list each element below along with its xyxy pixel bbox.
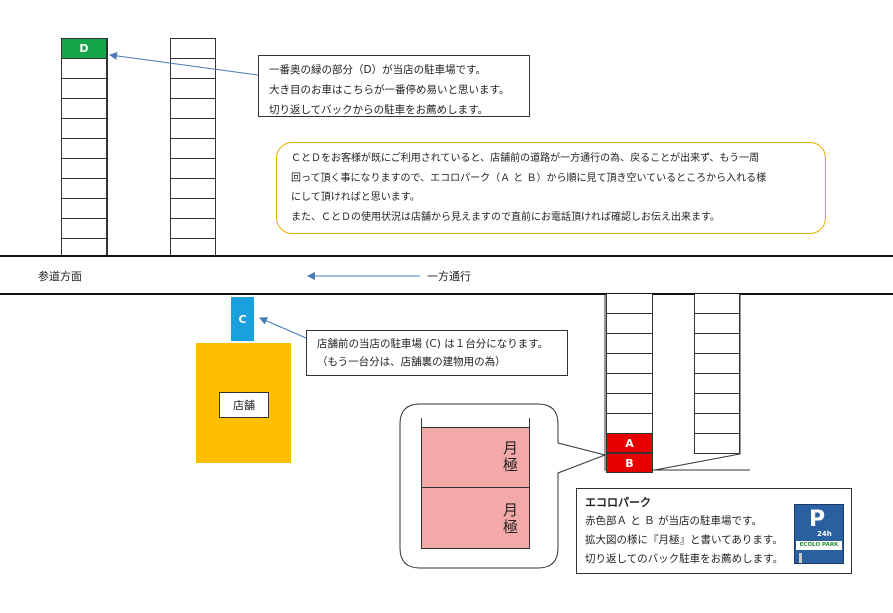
parking-space <box>61 79 107 99</box>
magnified-spot-top-border <box>422 418 528 419</box>
ecolo-left-column <box>606 294 653 434</box>
oneway-label: 一方通行 <box>427 270 471 283</box>
store-label: 店舗 <box>233 399 255 412</box>
parking-top-left-column: D <box>61 38 107 257</box>
store-label-box: 店舗 <box>219 392 269 418</box>
parking-space <box>170 179 216 199</box>
parking-space <box>61 199 107 219</box>
note-cd-line: 回って頂く事になりますので、エコロパーク（Ａ と Ｂ）から順に見て頂き空いている… <box>291 172 767 184</box>
note-spot-c: 店舗前の当店の駐車場 (C) は１台分になります。 （もう一台分は、店舗裏の建物… <box>306 330 568 376</box>
road-bottom-edge <box>0 293 893 295</box>
parking-space <box>61 139 107 159</box>
parking-space <box>170 219 216 239</box>
parking-space <box>61 99 107 119</box>
sign-hours: 24h <box>817 530 832 538</box>
note-cd-line: にして頂ければと思います。 <box>291 192 420 203</box>
parking-space <box>170 199 216 219</box>
monthly-label-upper: 月極 <box>501 440 519 474</box>
note-c-line: 店舗前の当店の駐車場 (C) は１台分になります。 <box>317 338 549 350</box>
ecolo-line: 拡大図の様に『月極』と書いてあります。 <box>585 534 783 546</box>
parking-space <box>694 434 740 454</box>
ecolo-park-title: エコロパーク <box>585 496 651 509</box>
parking-space <box>606 354 653 374</box>
parking-space <box>61 59 107 79</box>
parking-space <box>694 354 740 374</box>
parking-space <box>606 414 653 434</box>
parking-spot-d-label: D <box>79 42 89 55</box>
parking-spot-c: C <box>231 297 254 341</box>
direction-label: 参道方面 <box>38 270 82 283</box>
magnified-spot-upper: 月極 <box>421 427 530 488</box>
note-c-line: （もう一台分は、店舗裏の建物用の為） <box>317 356 506 368</box>
parking-space <box>170 38 216 59</box>
note-cd-line: また、ＣとＤの使用状況は店舗から見えますので直前にお電話頂ければ確認しお伝え出来… <box>291 211 720 223</box>
parking-space <box>170 159 216 179</box>
parking-lot-divider <box>107 38 108 256</box>
ecolo-line: 切り返してのバック駐車をお薦めします。 <box>585 553 784 565</box>
parking-spot-a-label: A <box>625 436 634 450</box>
sign-brand: ECOLO PARK <box>796 541 842 550</box>
parking-spot-d: D <box>61 38 107 59</box>
parking-space <box>694 294 740 314</box>
parking-space <box>694 394 740 414</box>
parking-space <box>694 334 740 354</box>
parking-space <box>606 374 653 394</box>
parking-spot-b: B <box>606 453 653 473</box>
ecolo-line: 赤色部Ａ と Ｂ が当店の駐車場です。 <box>585 515 762 527</box>
parking-space <box>606 334 653 354</box>
road-top-edge <box>0 255 893 257</box>
parking-space <box>606 294 653 314</box>
parking-space <box>170 59 216 79</box>
parking-spot-c-label: C <box>238 312 247 326</box>
sign-p-letter: P <box>809 507 826 532</box>
parking-space <box>694 314 740 334</box>
parking-spot-b-label: B <box>625 456 634 470</box>
parking-space <box>694 414 740 434</box>
parking-space <box>61 119 107 139</box>
parking-space <box>61 219 107 239</box>
sign-pole <box>799 553 802 563</box>
parking-space <box>170 99 216 119</box>
parking-space <box>606 394 653 414</box>
magnified-post-right <box>529 418 530 428</box>
note-spot-d: 一番奥の緑の部分（D）が当店の駐車場です。 大き目のお車はこちらが一番停め易いと… <box>258 55 530 117</box>
note-d-line: 切り返してバックからの駐車をお薦めします。 <box>269 104 489 116</box>
arrow-note-c-to-spot-c <box>259 317 307 339</box>
note-c-d-usage: ＣとＤをお客様が既にご利用されていると、店舗前の道路が一方通行の為、戻ることが出… <box>276 142 826 234</box>
parking-space <box>170 119 216 139</box>
parking-top-right-column <box>170 38 216 257</box>
magnified-spot-lower: 月極 <box>421 487 530 549</box>
parking-space <box>61 159 107 179</box>
note-cd-line: ＣとＤをお客様が既にご利用されていると、店舗前の道路が一方通行の為、戻ることが出… <box>291 153 760 164</box>
parking-spot-a: A <box>606 433 653 453</box>
note-d-line: 一番奥の緑の部分（D）が当店の駐車場です。 <box>269 64 487 76</box>
ecolo-right-column <box>694 294 740 454</box>
monthly-label-lower: 月極 <box>501 502 519 536</box>
parking-space <box>61 179 107 199</box>
parking-space <box>170 79 216 99</box>
parking-space <box>606 314 653 334</box>
parking-space <box>694 374 740 394</box>
parking-space <box>170 139 216 159</box>
note-d-line: 大き目のお車はこちらが一番停め易いと思います。 <box>269 84 510 96</box>
magnified-post-left <box>421 418 422 428</box>
ecolo-park-sign-icon: P 24h ECOLO PARK <box>794 504 844 564</box>
